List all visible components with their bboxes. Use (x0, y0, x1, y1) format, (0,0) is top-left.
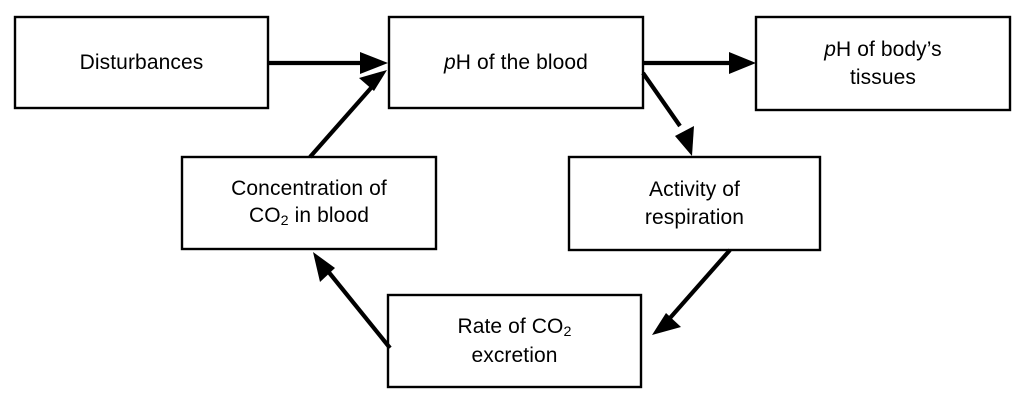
node-box-ph-of-bodys-tissues[interactable] (754, 15, 1012, 112)
edge-rate-of-co2-excretion-to-co2-concentration (313, 252, 392, 350)
edge-ph-of-the-blood-to-activity-of-respiration (641, 71, 694, 156)
edge-activity-of-respiration-to-rate-of-co2-excretion (652, 248, 732, 335)
node-box-ph-of-the-blood[interactable] (387, 15, 645, 110)
edge-ph-of-the-blood-to-ph-of-bodys-tissues (643, 52, 756, 74)
node-box-co2-concentration[interactable] (180, 155, 438, 251)
edge-co2-concentration-to-ph-of-the-blood (308, 70, 387, 159)
node-box-disturbances[interactable] (13, 15, 270, 110)
node-box-rate-of-co2-excretion[interactable] (386, 293, 643, 389)
node-box-activity-of-respiration[interactable] (567, 155, 822, 252)
edge-disturbances-to-ph-of-the-blood (268, 52, 388, 74)
